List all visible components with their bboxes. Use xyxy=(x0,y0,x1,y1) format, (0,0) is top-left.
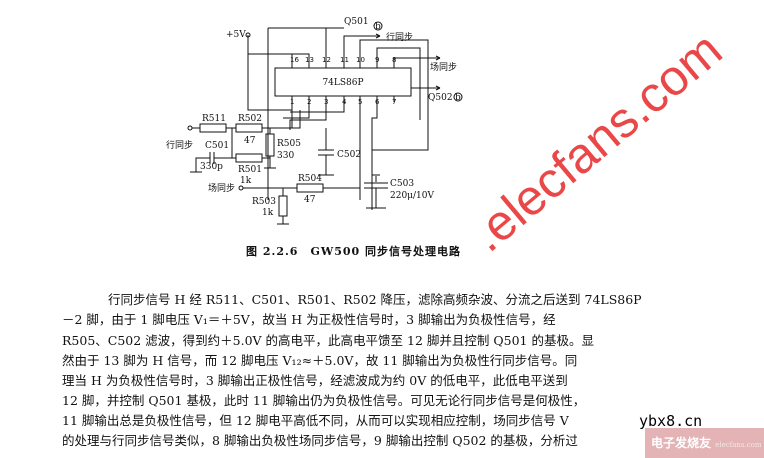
q501-label: Q501 xyxy=(344,17,369,27)
body-line-8: 的处理与行同步信号类似，8 脚输出负极性场同步信号，9 脚输出控制 Q502 的… xyxy=(62,433,578,448)
body-line-3: R505、C502 滤波，得到约＋5.0V 的高电平，此高电平馈至 12 脚并且… xyxy=(62,333,594,348)
pin-3: 3 xyxy=(324,98,328,106)
c501-value: 330p xyxy=(200,162,223,172)
r503-label: R503 xyxy=(252,197,276,207)
figure-caption: 图 2.2.6 GW500 同步信号处理电路 xyxy=(246,245,461,258)
pin-7: 7 xyxy=(392,98,396,106)
r505-label: R505 xyxy=(277,139,301,149)
r503-value: 1k xyxy=(262,208,274,218)
r504-value: 47 xyxy=(304,195,316,205)
r502-label: R502 xyxy=(238,114,262,124)
r501-value: 1k xyxy=(240,176,252,186)
pin-5: 5 xyxy=(358,98,362,106)
ybx-watermark: ybx8.cn xyxy=(639,412,703,430)
q501-ref-circle xyxy=(373,21,383,31)
pin-16: 16 xyxy=(290,56,299,64)
pin-9: 9 xyxy=(375,56,379,64)
pin-2: 2 xyxy=(307,98,311,106)
circuit-diagram: 74LS86P 16 13 12 11 10 9 8 1 2 3 4 5 6 7… xyxy=(166,17,463,225)
v-sync-out-label: 场同步 xyxy=(430,62,457,73)
body-line-5: 理当 H 为负极性信号时，3 脚输出正极性信号，经滤波成为约 0V 的低电平，此… xyxy=(62,373,568,388)
c501-label: C501 xyxy=(205,141,229,151)
pin-6: 6 xyxy=(375,98,380,106)
r504-label: R504 xyxy=(298,174,322,184)
body-line-2: －2 脚，由于 1 脚电压 V₁＝＋5V，故当 H 为正极性信号时，3 脚输出为… xyxy=(62,312,556,327)
logo-text: 电子发烧友 xyxy=(651,436,712,450)
body-line-1: 行同步信号 H 经 R511、C501、R501、R502 降压，滤除高频杂波、… xyxy=(108,292,642,307)
r511-label: R511 xyxy=(202,114,226,124)
pin-13: 13 xyxy=(305,56,314,64)
r502-value: 47 xyxy=(244,136,256,146)
body-line-4: 然由于 13 脚为 H 信号，而 12 脚电压 V₁₂≈＋5.0V，故 11 脚… xyxy=(62,353,578,368)
pin-12: 12 xyxy=(322,56,331,64)
pin-8: 8 xyxy=(392,56,396,64)
q502-ref: b xyxy=(455,93,461,103)
pin-4: 4 xyxy=(342,98,347,106)
c503-value: 220μ/10V xyxy=(390,191,435,201)
c503-label: C503 xyxy=(390,179,414,189)
pin-11: 11 xyxy=(340,56,349,64)
q501-ref: b xyxy=(375,22,381,32)
pin-10: 10 xyxy=(356,56,365,64)
h-sync-out-label: 行同步 xyxy=(386,31,413,43)
h-sync-in-label: 行同步 xyxy=(166,139,193,151)
r505-value: 330 xyxy=(277,151,294,161)
q502-label: Q502 xyxy=(428,93,453,103)
pin-1: 1 xyxy=(290,98,294,106)
q502-ref-circle xyxy=(453,92,463,102)
site-logo: 电子发烧友 elecfans.com xyxy=(645,428,764,458)
ic-74ls86p xyxy=(274,67,412,97)
v-sync-in-label: 场同步 xyxy=(208,183,235,194)
c502-label: C502 xyxy=(337,150,361,160)
body-line-6: 12 脚，并控制 Q501 基极，此时 11 脚输出仍为负极性信号。可见无论行同… xyxy=(62,393,586,408)
logo-subtext: elecfans.com xyxy=(715,441,762,449)
body-line-7: 11 脚输出总是负极性信号，但 12 脚电平高低不同，从而可以实现相应控制，场同… xyxy=(62,413,569,428)
vcc-label: +5V xyxy=(226,30,246,40)
r501-label: R501 xyxy=(238,165,262,175)
ic-label-text: 74LS86P xyxy=(322,78,363,88)
